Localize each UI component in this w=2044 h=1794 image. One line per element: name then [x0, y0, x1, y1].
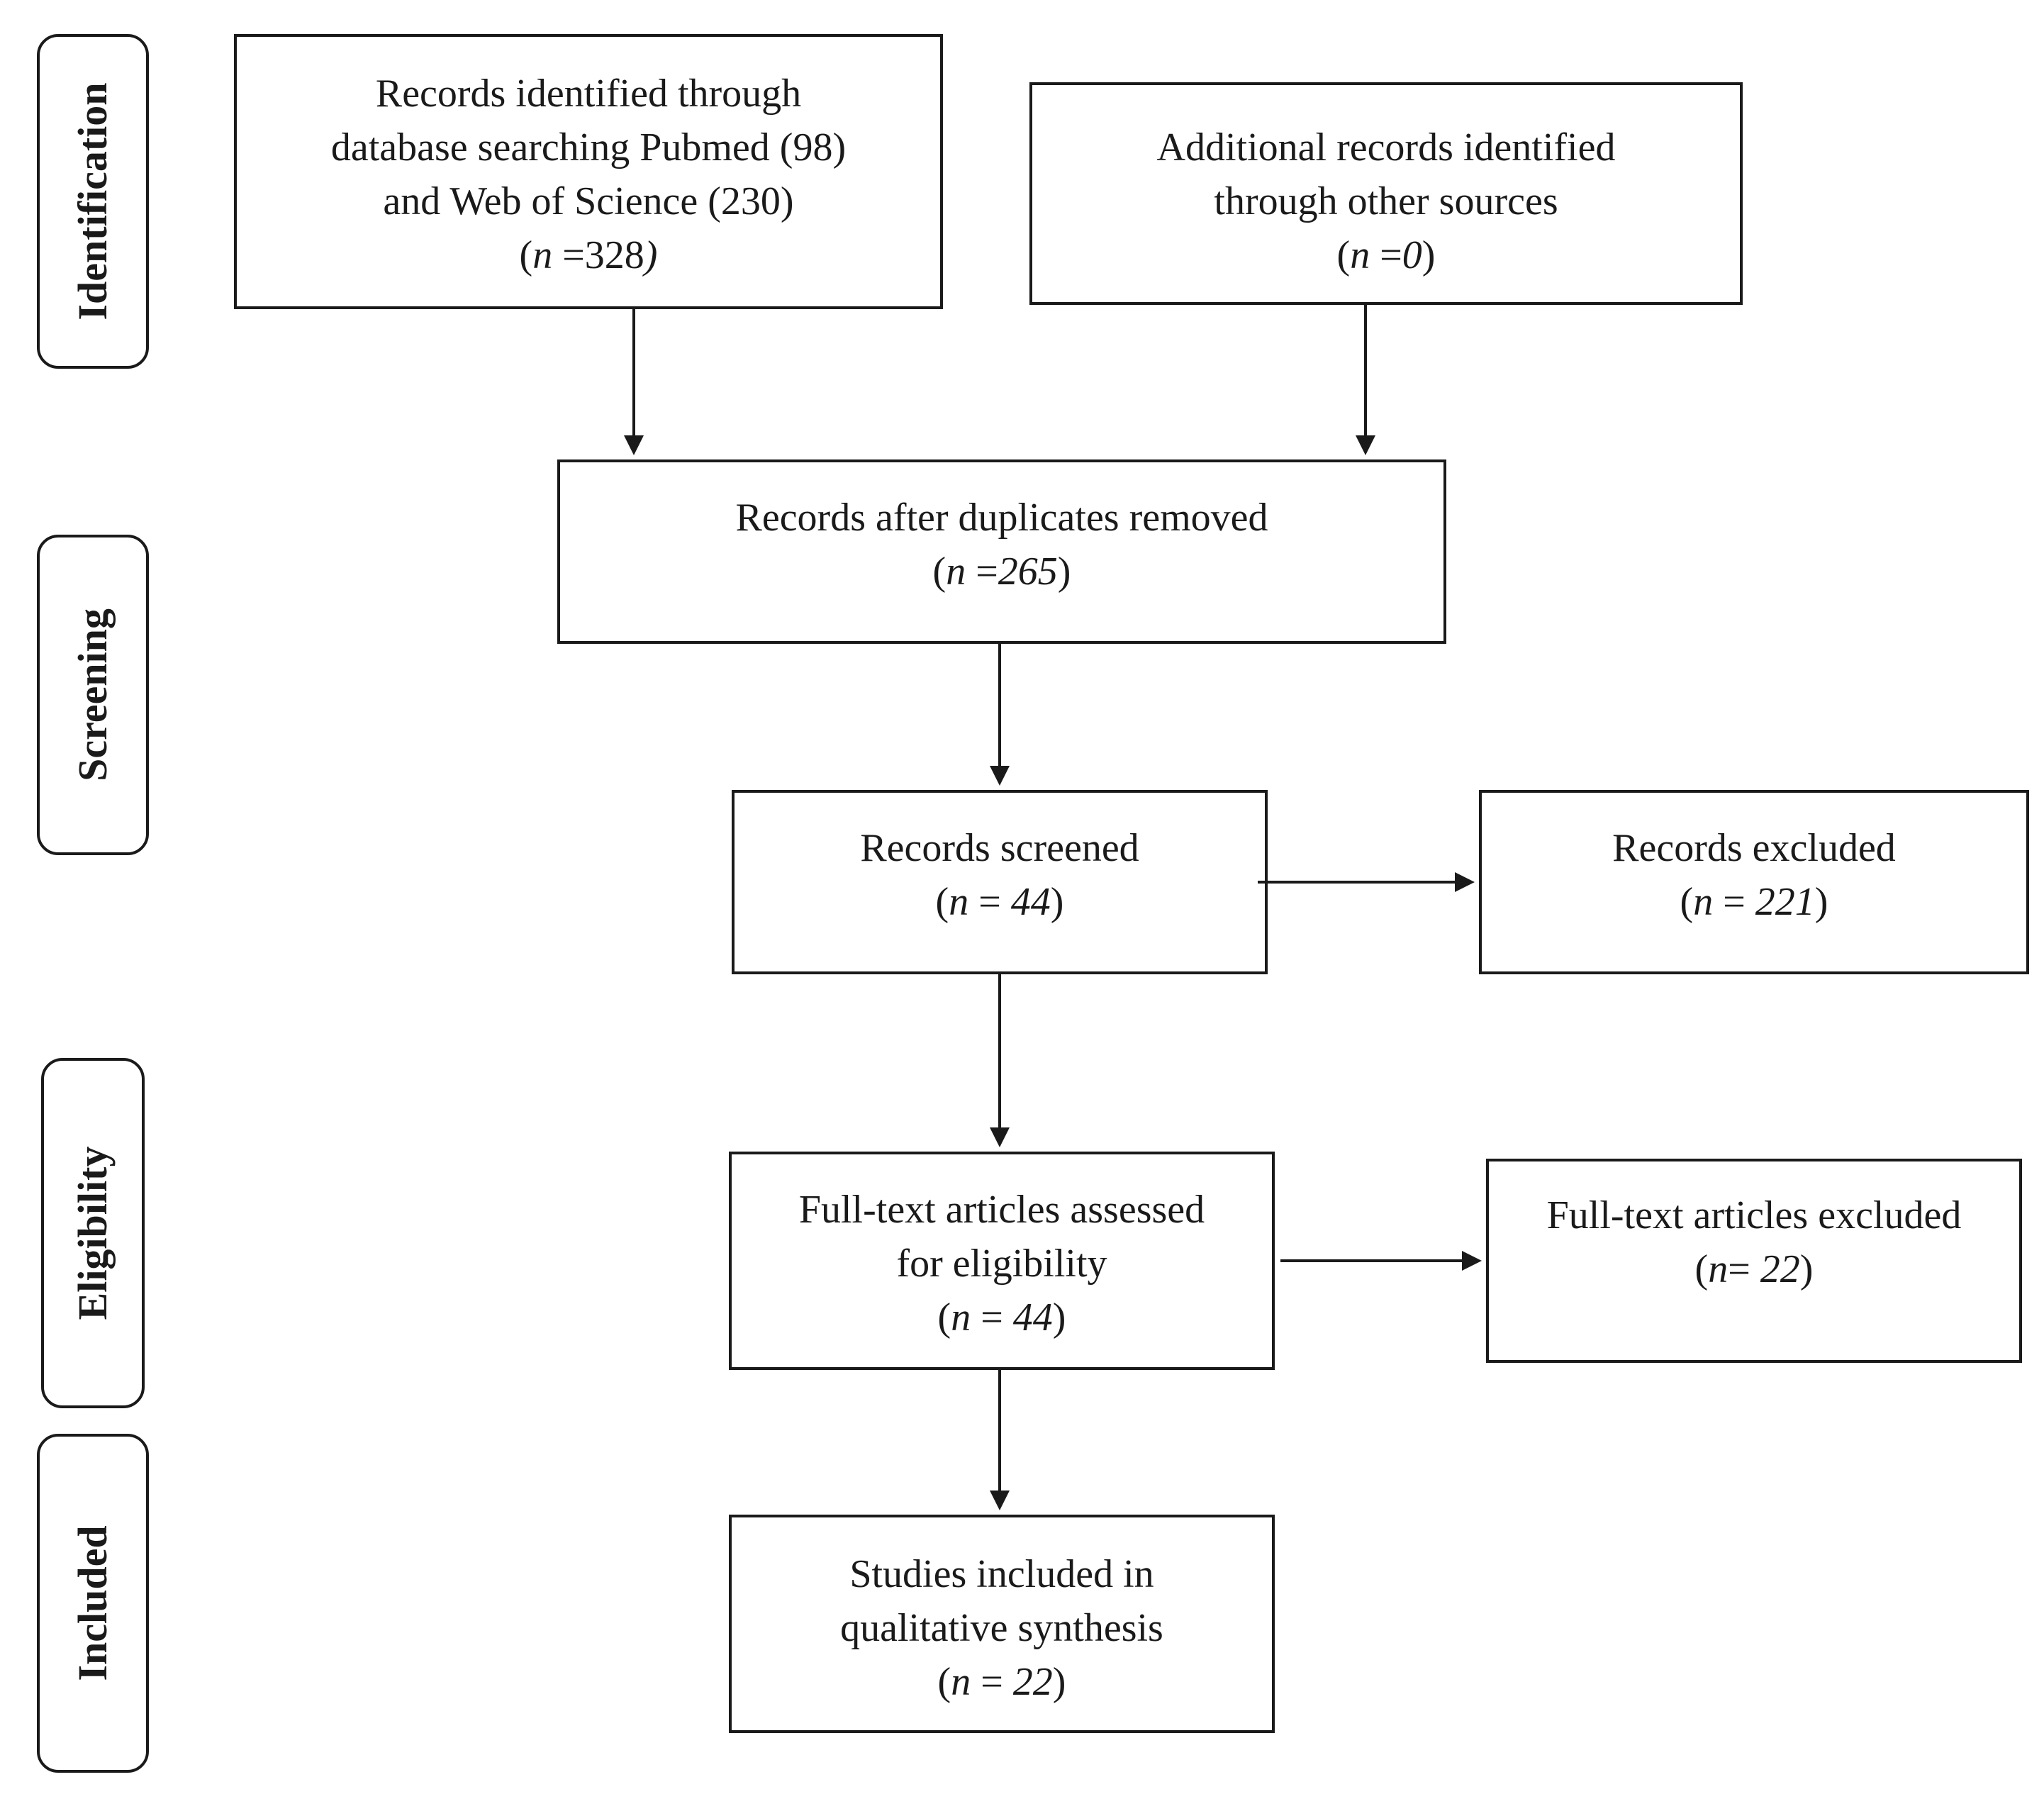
database-search-line-3: and Web of Science (230) — [383, 179, 794, 223]
records-screened-count: (n = 44) — [935, 880, 1064, 924]
box-fulltext-assessed: Full-text articles assessed for eligibil… — [729, 1152, 1275, 1370]
box-fulltext-excluded: Full-text articles excluded (n= 22) — [1486, 1159, 2022, 1363]
other-sources-line-2: through other sources — [1214, 179, 1558, 223]
duplicates-removed-line-1: Records after duplicates removed — [735, 496, 1268, 540]
duplicates-removed-count: (n =265) — [932, 550, 1071, 594]
stage-eligibility-label: Eligibility — [69, 1146, 116, 1320]
database-search-line-1: Records identified through — [375, 72, 802, 116]
fulltext-excluded-count: (n= 22) — [1694, 1247, 1814, 1291]
box-duplicates-removed: Records after duplicates removed (n =265… — [557, 459, 1446, 644]
records-screened-line-1: Records screened — [860, 826, 1139, 870]
arrowhead-duplicates-to-screened — [990, 766, 1010, 786]
arrowhead-fulltext-to-excluded — [1462, 1251, 1482, 1271]
studies-included-count: (n = 22) — [937, 1660, 1066, 1704]
arrowhead-database-to-duplicates — [624, 435, 644, 455]
database-search-line-2: database searching Pubmed (98) — [330, 126, 847, 169]
box-database-search: Records identified through database sear… — [234, 34, 943, 309]
fulltext-excluded-line-1: Full-text articles excluded — [1546, 1193, 1962, 1237]
arrowhead-screened-to-fulltext — [990, 1127, 1010, 1147]
database-search-count: (n =328) — [519, 233, 658, 277]
box-records-screened: Records screened (n = 44) — [732, 790, 1268, 974]
fulltext-assessed-count: (n = 44) — [937, 1296, 1066, 1339]
box-studies-included: Studies included in qualitative synthesi… — [729, 1515, 1275, 1733]
arrowhead-other-to-duplicates — [1356, 435, 1375, 455]
records-excluded-line-1: Records excluded — [1612, 826, 1896, 870]
arrowhead-fulltext-to-included — [990, 1491, 1010, 1510]
box-records-excluded: Records excluded (n = 221) — [1479, 790, 2029, 974]
fulltext-assessed-line-1: Full-text articles assessed — [798, 1188, 1205, 1232]
studies-included-line-2: qualitative synthesis — [840, 1606, 1163, 1650]
stage-included-label: Included — [69, 1525, 116, 1681]
other-sources-line-1: Additional records identified — [1156, 126, 1616, 169]
stage-identification: Identification — [37, 34, 149, 369]
arrowhead-screened-to-excluded — [1455, 872, 1475, 892]
other-sources-count: (n =0) — [1336, 233, 1436, 277]
records-excluded-count: (n = 221) — [1680, 880, 1828, 924]
stage-identification-label: Identification — [69, 82, 116, 321]
stage-screening: Screening — [37, 535, 149, 855]
studies-included-line-1: Studies included in — [849, 1552, 1154, 1596]
fulltext-assessed-line-2: for eligibility — [896, 1242, 1107, 1286]
stage-included: Included — [37, 1434, 149, 1773]
stage-eligibility: Eligibility — [41, 1058, 145, 1408]
box-other-sources: Additional records identified through ot… — [1029, 82, 1743, 305]
stage-screening-label: Screening — [69, 608, 116, 781]
